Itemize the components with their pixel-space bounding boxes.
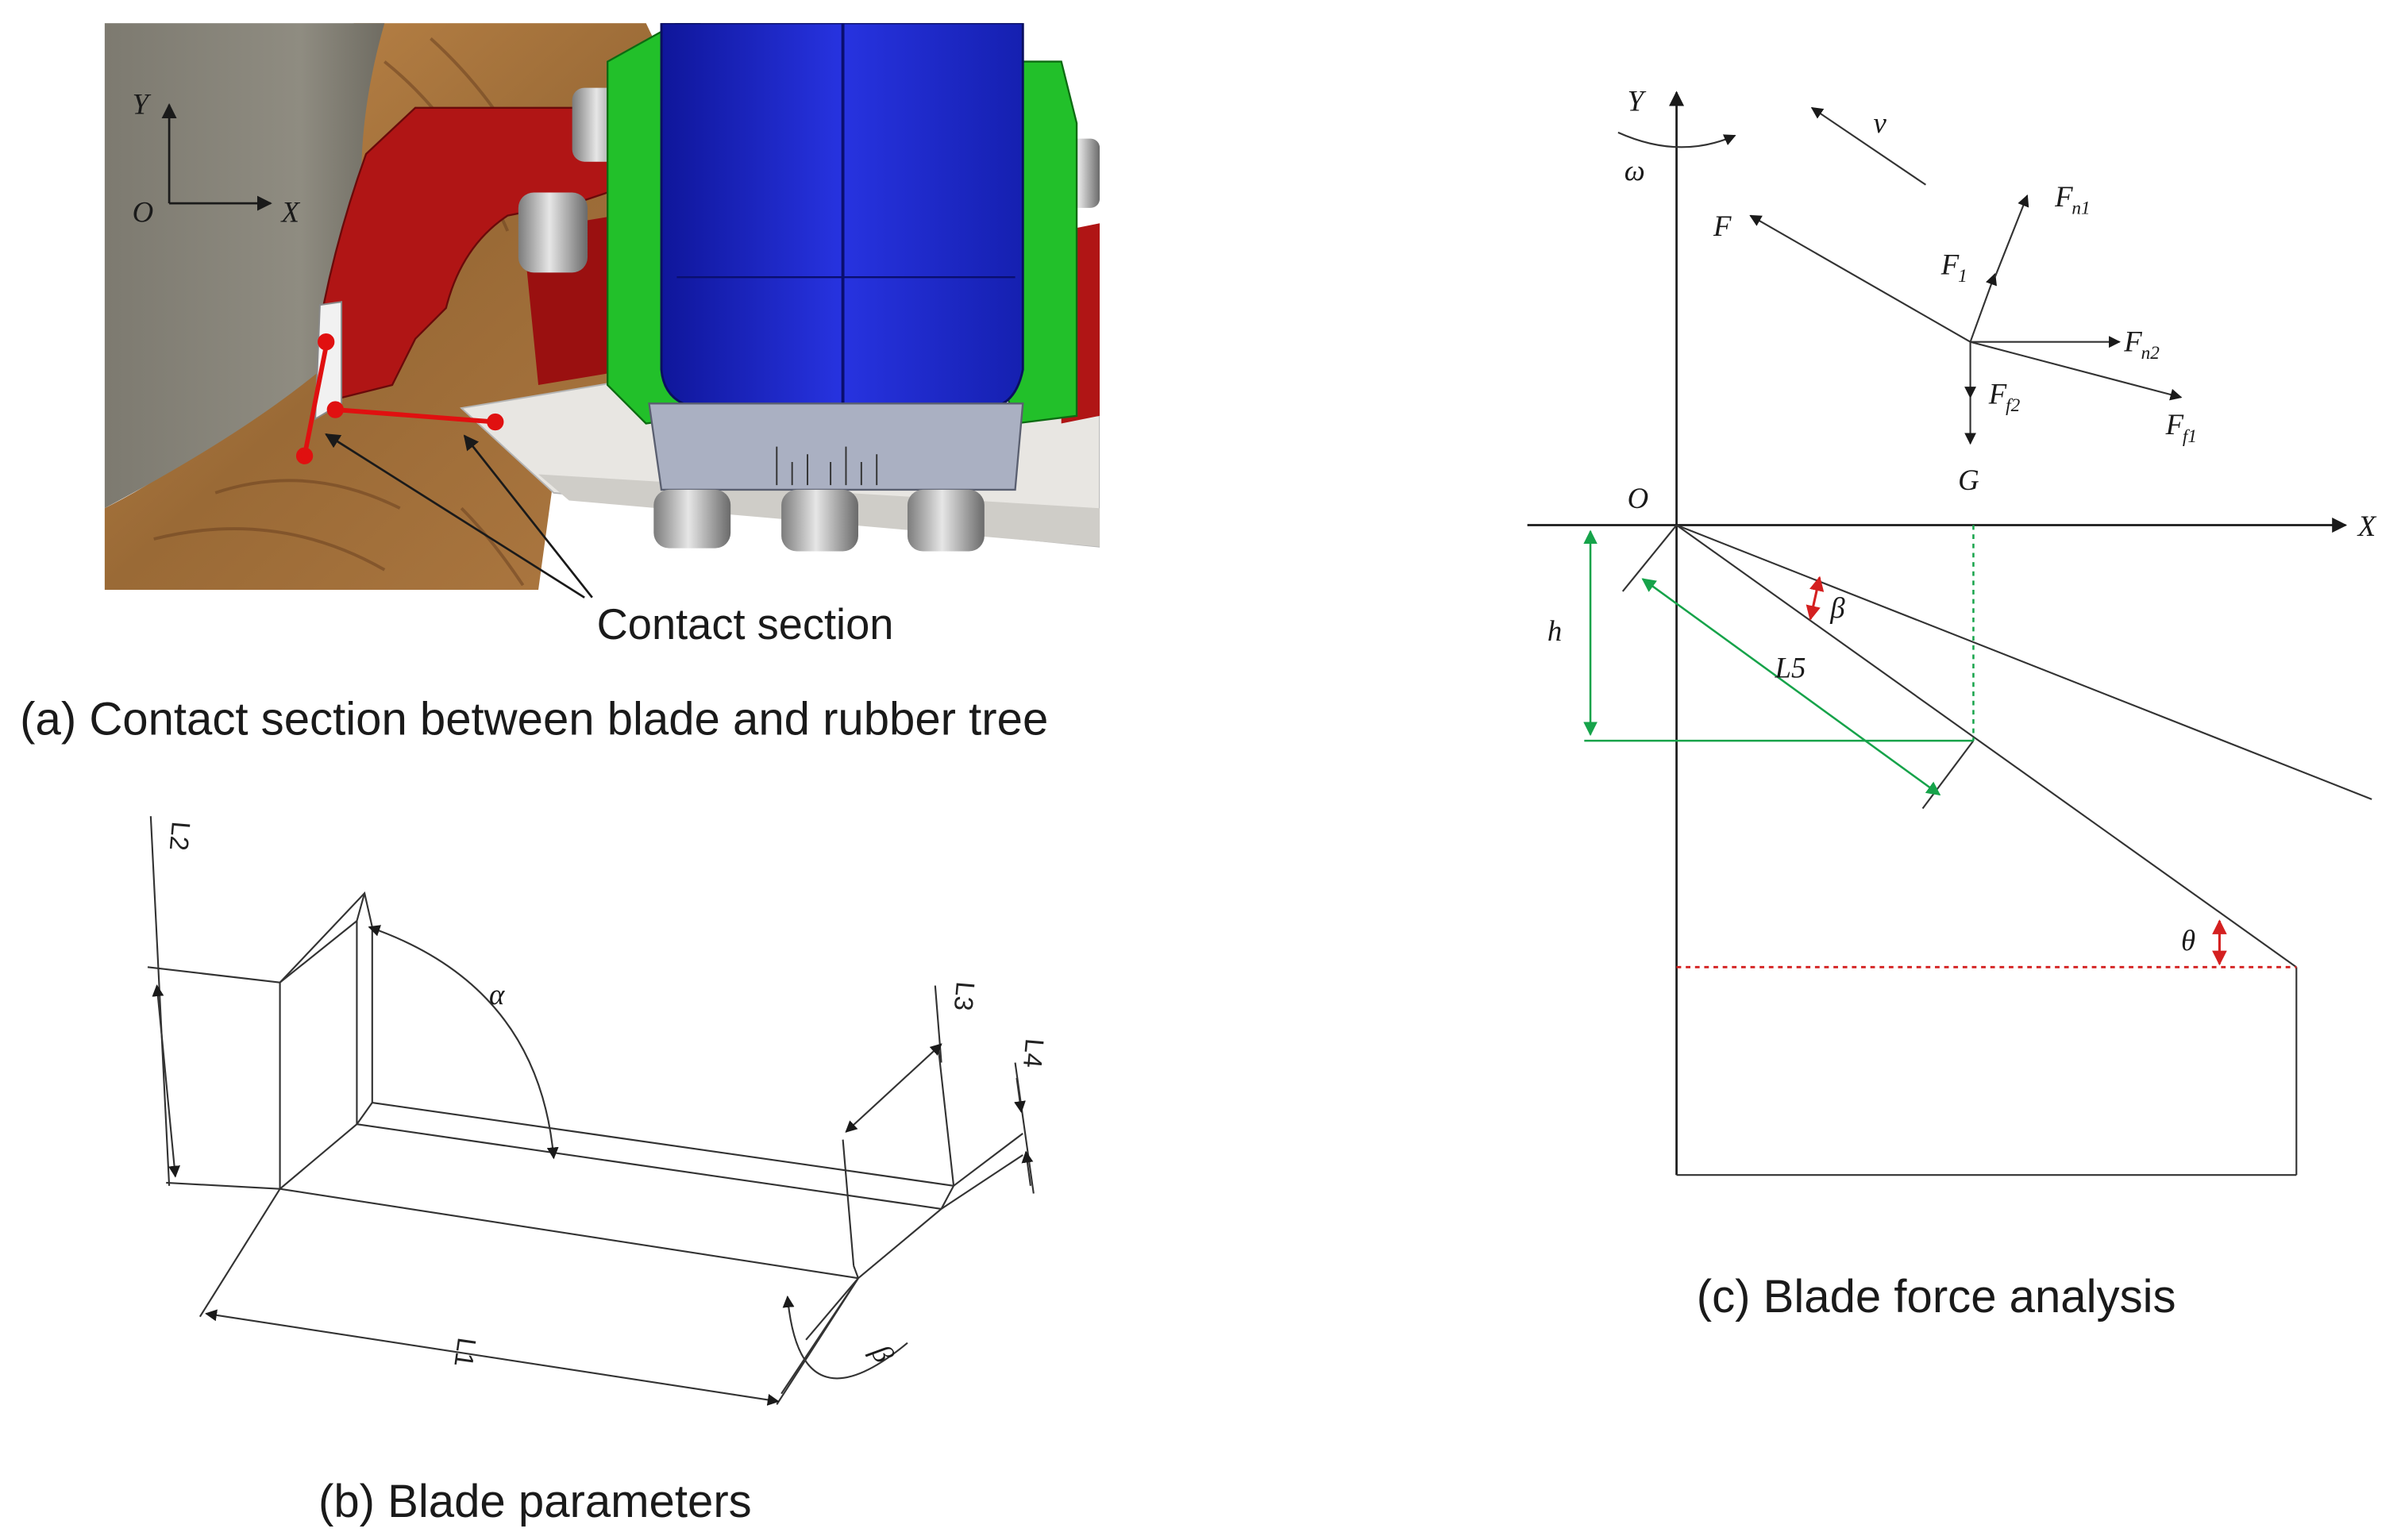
label-h: h xyxy=(1547,614,1562,647)
force-f1 xyxy=(1969,272,1997,343)
caption-b: (b) Blade parameters xyxy=(318,1476,752,1527)
dim-label-l3: L3 xyxy=(949,980,981,1012)
rubber-tree-trunk xyxy=(104,23,385,509)
svg-text:F: F xyxy=(2123,325,2142,357)
axis-origin-label-a: O xyxy=(133,195,154,228)
label-theta: θ xyxy=(2181,924,2195,957)
dim-label-l1: L1 xyxy=(449,1336,482,1369)
label-x-c: X xyxy=(2357,510,2377,542)
svg-text:n1: n1 xyxy=(2071,198,2090,219)
axis-x-label-a: X xyxy=(280,195,301,228)
blade-edge xyxy=(314,301,343,421)
label-g: G xyxy=(1958,464,1979,496)
label-beta-c: β xyxy=(1829,591,1845,624)
dim-label-l2: L2 xyxy=(164,820,196,852)
svg-text:F: F xyxy=(1940,248,1960,280)
contact-section-callout-arrows xyxy=(325,433,593,599)
omega-arc xyxy=(1617,131,1736,148)
svg-text:F: F xyxy=(2054,180,2073,213)
force-analysis-diagram xyxy=(1527,90,2372,1176)
label-v: v xyxy=(1874,106,1887,139)
svg-text:F: F xyxy=(1988,377,2007,410)
label-ff1: F f1 xyxy=(2165,408,2197,447)
svg-text:n2: n2 xyxy=(2141,343,2160,364)
velocity-arrow xyxy=(1810,106,1926,186)
angle-label-alpha: α xyxy=(489,978,505,1011)
contact-section-label: Contact section xyxy=(597,600,894,649)
svg-text:f2: f2 xyxy=(2006,395,2020,416)
label-o-c: O xyxy=(1628,482,1649,514)
dim-label-l4: L4 xyxy=(1018,1038,1050,1069)
label-ff2: F f2 xyxy=(1988,377,2021,416)
axis-y-label-a: Y xyxy=(133,88,152,121)
beta-marker xyxy=(1806,576,1825,621)
label-f1: F 1 xyxy=(1940,248,1967,287)
blade-parameter-drawing xyxy=(147,816,1035,1406)
force-f xyxy=(1749,214,1971,343)
caption-a: (a) Contact section between blade and ru… xyxy=(20,693,1048,745)
gray-base xyxy=(648,402,1024,491)
svg-text:F: F xyxy=(2165,408,2184,441)
angle-label-beta-b: β xyxy=(865,1338,900,1369)
force-fn1 xyxy=(1994,194,2029,278)
force-ff1 xyxy=(1970,341,2183,401)
svg-text:1: 1 xyxy=(1958,266,1967,287)
contact-section-markers xyxy=(295,333,504,464)
label-fn1: F n1 xyxy=(2054,180,2091,219)
svg-text:f1: f1 xyxy=(2183,426,2197,447)
label-f: F xyxy=(1713,210,1732,242)
l5-dimension xyxy=(1641,578,1941,796)
red-blade-holder xyxy=(322,106,632,402)
caption-c: (c) Blade force analysis xyxy=(1697,1271,2176,1322)
label-fn2: F n2 xyxy=(2123,325,2160,364)
label-y-c: Y xyxy=(1628,85,1647,117)
label-omega: ω xyxy=(1624,154,1645,187)
panel-a-render xyxy=(104,23,1100,591)
coordinate-axes-inset xyxy=(161,103,272,211)
label-l5: L5 xyxy=(1775,652,1806,684)
